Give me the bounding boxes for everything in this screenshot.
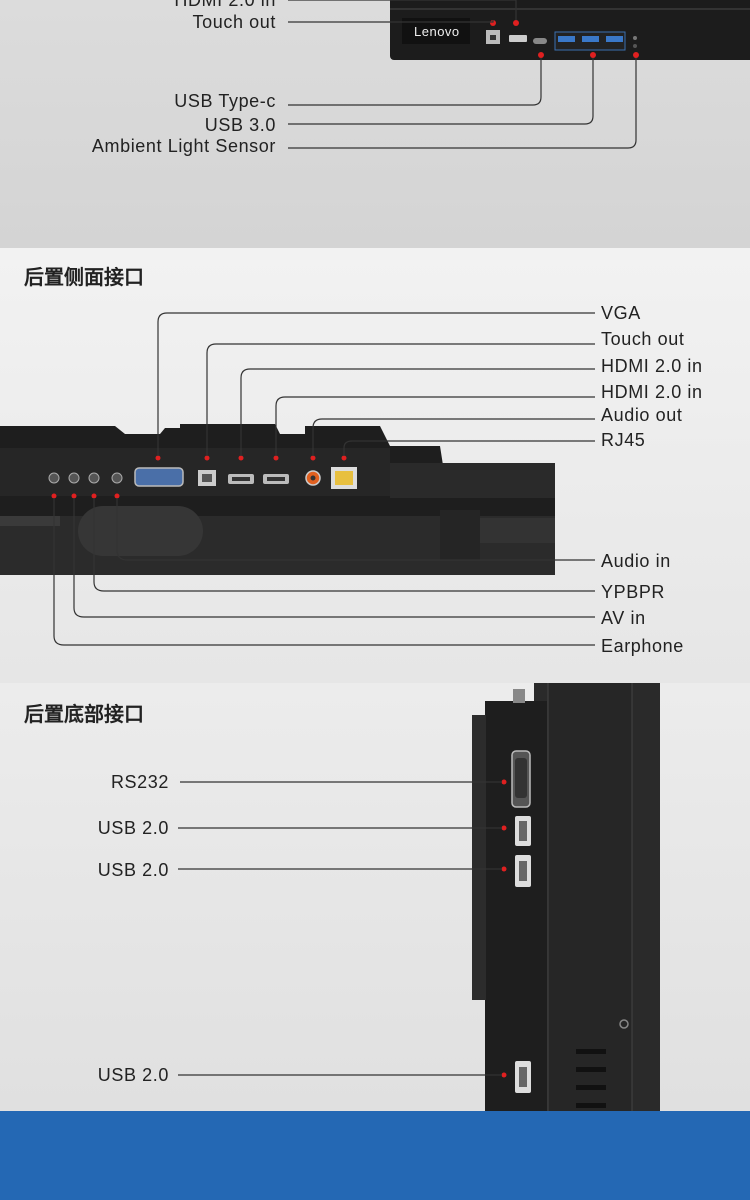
label-earphone: Earphone — [601, 636, 684, 656]
label-audio-out: Audio out — [601, 405, 683, 425]
label-vga: VGA — [601, 303, 641, 323]
label-usb-20-a: USB 2.0 — [97, 818, 169, 838]
label-touch-out-rear: Touch out — [601, 329, 685, 349]
light-sensor-icon — [633, 36, 637, 40]
label-av-in: AV in — [601, 608, 646, 628]
label-usb-30: USB 3.0 — [204, 115, 276, 135]
usb-c-port-icon — [533, 38, 547, 44]
label-hdmi-2: HDMI 2.0 in — [601, 382, 703, 402]
audio-in-jack-icon — [111, 472, 123, 484]
vga-port-icon — [134, 467, 184, 487]
rear-bottom-ports-section: 后置底部接口 — [0, 683, 750, 1111]
front-device-bar — [390, 0, 750, 60]
brand-logo: Lenovo — [414, 24, 460, 39]
usb3-port-1-icon — [558, 36, 575, 42]
usb3-port-3-icon — [606, 36, 623, 42]
footer-band — [0, 1111, 750, 1200]
rear-side-illustration — [0, 312, 595, 646]
label-usb-type-c: USB Type-c — [174, 91, 276, 111]
front-ports-section: Lenovo HDMI 2.0 in Touch out USB Type-c … — [0, 0, 750, 248]
front-panel-illustration — [288, 0, 750, 149]
label-rs232: RS232 — [110, 772, 169, 792]
label-hdmi-front: HDMI 2.0 in — [174, 0, 276, 10]
label-audio-in: Audio in — [601, 551, 671, 571]
section-title-rear-side: 后置侧面接口 — [24, 267, 144, 289]
section-title-rear-bottom: 后置底部接口 — [24, 704, 144, 726]
handle-left — [78, 506, 203, 556]
usb3-port-2-icon — [582, 36, 599, 42]
label-ypbpr: YPBPR — [601, 582, 666, 602]
label-usb-20-b: USB 2.0 — [97, 860, 169, 880]
label-rj45: RJ45 — [601, 430, 646, 450]
earphone-jack-icon — [48, 472, 60, 484]
rear-side-ports-section: 后置侧面接口 — [0, 248, 750, 683]
label-usb-20-c: USB 2.0 — [97, 1065, 169, 1085]
label-hdmi-1: HDMI 2.0 in — [601, 356, 703, 376]
av-in-jack-icon — [68, 472, 80, 484]
label-touch-out-front: Touch out — [192, 12, 276, 32]
label-ambient-light-sensor: Ambient Light Sensor — [91, 136, 276, 156]
ypbpr-jack-icon — [88, 472, 100, 484]
rear-bottom-illustration — [178, 683, 660, 1111]
hdmi-port-icon — [509, 35, 527, 42]
